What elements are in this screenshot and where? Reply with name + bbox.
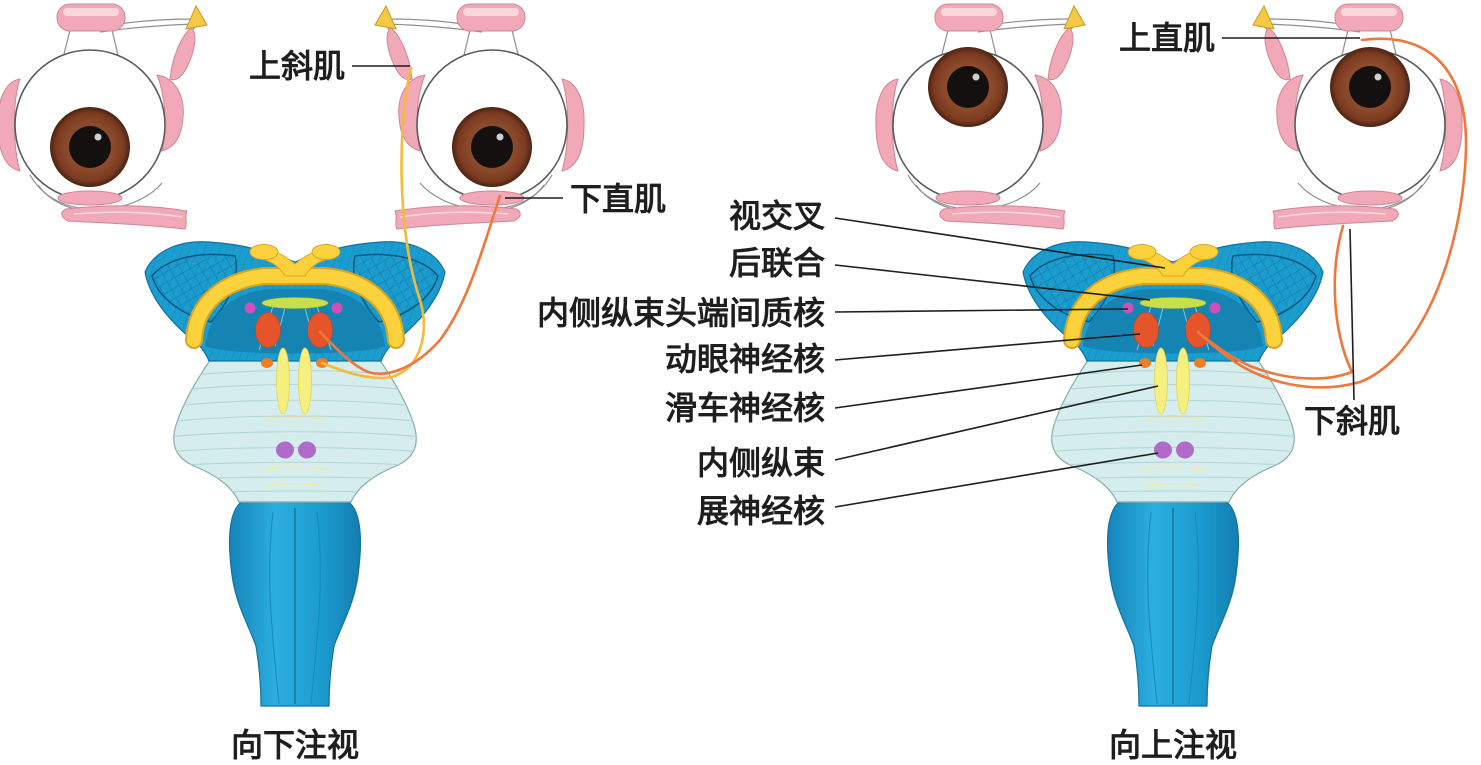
posterior-commissure-leader — [834, 264, 1151, 301]
optic-chiasm-leader — [834, 217, 1166, 269]
right-iris-down-gaze — [452, 107, 532, 187]
superior-oblique-label: 上斜肌 — [249, 47, 345, 85]
panel-up-gaze: 上直肌 下斜肌 向上注视 — [875, 3, 1468, 764]
oculomotor-nerve-inferior-rectus — [318, 194, 502, 375]
panel-down-gaze: 上斜肌 下直肌 向下注视 — [0, 3, 666, 764]
mlf-label: 内侧纵束 — [697, 444, 825, 482]
superior-rectus-label: 上直肌 — [1119, 19, 1215, 57]
mlf-leader — [834, 385, 1159, 461]
abducens-nucleus-leader — [834, 452, 1159, 508]
rimlf-label: 内侧纵束头端间质核 — [537, 294, 825, 332]
brainstem-down-gaze — [145, 242, 445, 706]
trochlear-nucleus-label: 滑车神经核 — [665, 389, 825, 427]
brainstem-labels: 视交叉 后联合 内侧纵束头端间质核 动眼神经核 滑车神经核 内侧纵束 展神经核 — [537, 197, 1166, 530]
oculomotor-nerve-inferior-oblique — [1198, 224, 1354, 380]
caption-up-gaze: 向上注视 — [1109, 726, 1237, 764]
right-iris-up-gaze — [1330, 47, 1410, 127]
inferior-oblique-label: 下斜肌 — [1304, 402, 1400, 440]
trochlear-nucleus-leader — [834, 364, 1143, 409]
abducens-nucleus-label: 展神经核 — [697, 492, 825, 530]
inferior-oblique-leader — [1349, 228, 1355, 401]
left-iris-down-gaze — [50, 107, 130, 187]
oculomotor-nerve-superior-rectus — [1196, 37, 1468, 389]
brainstem-up-gaze — [1023, 242, 1323, 706]
optic-chiasm-label: 视交叉 — [729, 197, 825, 235]
posterior-commissure-label: 后联合 — [729, 244, 825, 282]
inferior-rectus-label: 下直肌 — [570, 180, 666, 218]
oculomotor-nucleus-leader — [834, 333, 1141, 361]
oculomotor-nucleus-label: 动眼神经核 — [665, 340, 825, 378]
trochlear-nerve — [320, 66, 426, 380]
caption-down-gaze: 向下注视 — [231, 726, 359, 764]
left-iris-up-gaze — [928, 47, 1008, 127]
rimlf-leader — [834, 308, 1129, 313]
